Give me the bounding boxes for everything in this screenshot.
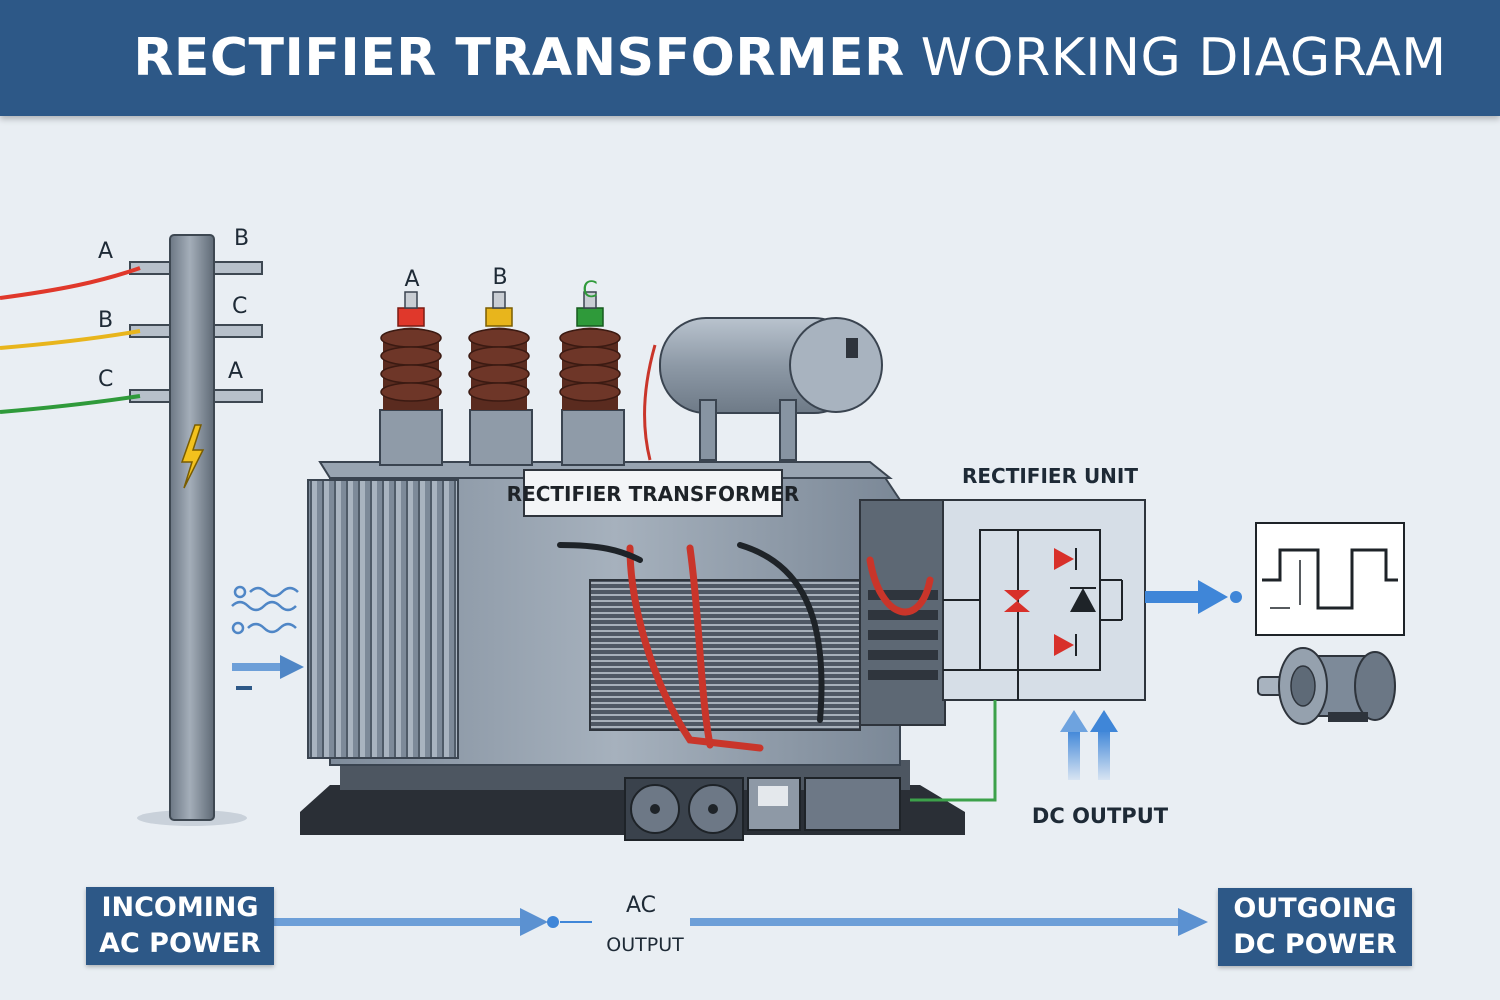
bushing-label-b: B xyxy=(492,265,507,290)
incoming-line-1: INCOMING xyxy=(101,892,259,923)
airflow-waves xyxy=(231,585,299,635)
outgoing-line-2: DC POWER xyxy=(1233,929,1397,960)
pole-label-right-2: C xyxy=(232,294,247,319)
outgoing-line-1: OUTGOING xyxy=(1233,893,1397,924)
pole-label-right-3: A xyxy=(228,359,243,384)
rectifier-unit-label: RECTIFIER UNIT xyxy=(962,464,1138,488)
title-light: WORKING DIAGRAM xyxy=(920,28,1447,88)
output-arrow xyxy=(1145,580,1242,614)
utility-pole xyxy=(129,234,263,826)
bushing-b xyxy=(468,291,530,410)
nameplate-text: RECTIFIER TRANSFORMER xyxy=(507,482,800,506)
phase-wires xyxy=(0,266,141,414)
motor-icon xyxy=(1257,647,1396,725)
flow-arrow xyxy=(274,908,1208,936)
bushing-label-a: A xyxy=(404,267,419,292)
pole-label-left-2: B xyxy=(98,308,113,333)
dc-output-arrows xyxy=(1060,710,1118,780)
conservator-tank xyxy=(643,317,883,461)
square-wave-icon xyxy=(1255,522,1405,636)
ground-wire xyxy=(910,700,997,802)
bushing-c xyxy=(559,291,621,410)
wire-phase-c xyxy=(0,394,141,414)
rectifier-transformer: RECTIFIER TRANSFORMER xyxy=(300,317,965,841)
wire-phase-b xyxy=(0,329,141,350)
hv-bushings xyxy=(380,291,621,410)
output-label: OUTPUT xyxy=(606,934,684,956)
cooling-fans xyxy=(624,777,901,841)
lightning-icon xyxy=(180,424,205,489)
pole-label-left-3: C xyxy=(98,367,113,392)
ac-label: AC xyxy=(626,893,656,918)
incoming-line-2: AC POWER xyxy=(99,928,261,959)
wire-phase-a xyxy=(0,266,141,300)
page-title: RECTIFIER TRANSFORMER WORKING DIAGRAM xyxy=(0,0,1500,116)
rectifier-unit xyxy=(942,499,1146,701)
input-arrow xyxy=(232,655,304,690)
diode-icons xyxy=(1004,548,1096,656)
pole-label-right-1: B xyxy=(234,226,249,251)
bushing-a xyxy=(380,291,442,410)
title-bold: RECTIFIER TRANSFORMER xyxy=(133,28,905,88)
bushing-label-c: C xyxy=(582,278,597,303)
incoming-ac-power-box: INCOMING AC POWER xyxy=(86,887,274,965)
nameplate xyxy=(523,469,783,517)
outgoing-dc-power-box: OUTGOING DC POWER xyxy=(1218,888,1412,966)
pole-label-left-1: A xyxy=(98,239,113,264)
radiator-fins xyxy=(307,479,459,759)
title-bar: RECTIFIER TRANSFORMER WORKING DIAGRAM xyxy=(0,0,1500,116)
dc-output-label: DC OUTPUT xyxy=(1032,804,1169,828)
